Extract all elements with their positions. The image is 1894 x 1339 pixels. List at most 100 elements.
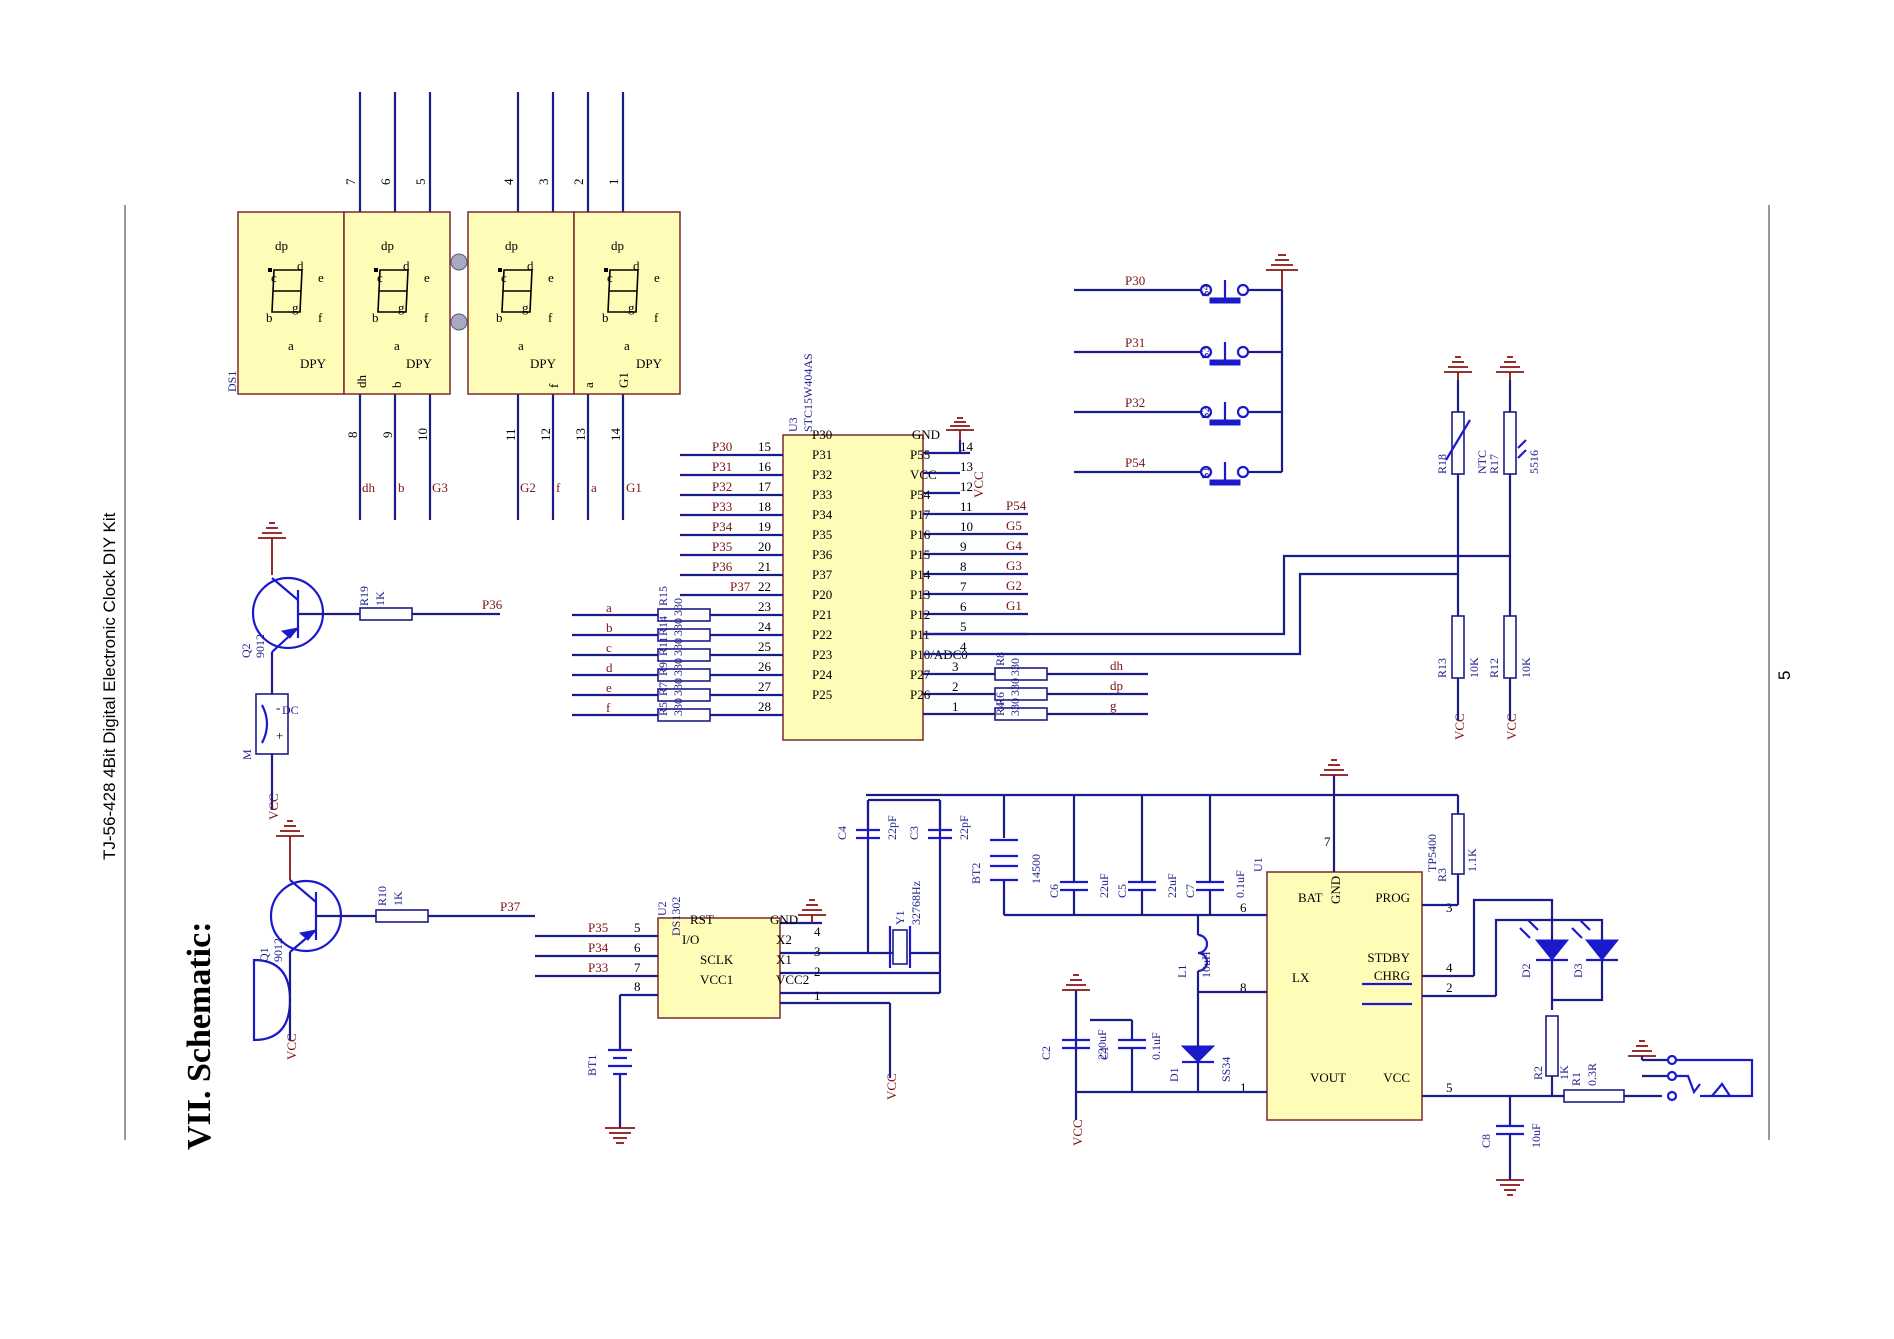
button-s1[interactable]: P54 S1 <box>1074 455 1282 486</box>
svg-text:G3: G3 <box>1006 558 1022 573</box>
svg-text:C5: C5 <box>1115 884 1129 898</box>
svg-text:10uH: 10uH <box>1199 951 1213 978</box>
svg-text:8: 8 <box>960 559 967 574</box>
svg-text:g: g <box>398 300 405 315</box>
svg-text:4: 4 <box>814 924 821 939</box>
svg-text:15: 15 <box>758 439 771 454</box>
svg-text:330: 330 <box>1008 698 1022 716</box>
svg-text:P24: P24 <box>812 667 833 682</box>
svg-text:X2: X2 <box>776 932 792 947</box>
svg-text:13: 13 <box>960 459 973 474</box>
button-s3[interactable]: P31 S3 <box>1074 335 1282 366</box>
svg-text:22uF: 22uF <box>1097 873 1111 898</box>
svg-text:R18: R18 <box>1435 454 1449 474</box>
svg-text:P37: P37 <box>730 579 751 594</box>
svg-text:330: 330 <box>671 658 685 676</box>
svg-text:P11: P11 <box>910 627 930 642</box>
page-number: 5 <box>1775 671 1794 680</box>
svg-text:P33: P33 <box>812 487 832 502</box>
svg-text:VCC2: VCC2 <box>776 972 809 987</box>
svg-text:G1: G1 <box>616 372 631 388</box>
svg-text:a: a <box>288 338 294 353</box>
svg-text:GND: GND <box>770 912 798 927</box>
svg-text:G5: G5 <box>1006 518 1022 533</box>
svg-text:11: 11 <box>960 499 973 514</box>
svg-text:P34: P34 <box>588 940 609 955</box>
svg-text:P26: P26 <box>910 687 931 702</box>
transistor-q2: P36 R19 1K Q2 9012 <box>239 522 503 694</box>
svg-text:b: b <box>266 310 273 325</box>
svg-text:8: 8 <box>1240 980 1247 995</box>
adc-wires <box>923 554 1510 656</box>
svg-text:Q2: Q2 <box>239 643 253 658</box>
display-net-a: a <box>591 480 597 495</box>
svg-text:P32: P32 <box>712 479 732 494</box>
display-bottom-pins: 8 9 10 11 12 13 14 dh b G3 G2 f a G1 <box>345 394 642 520</box>
mcu-right-pins: GND P55 VCC P54 P17 P16 P15 P14 P13 P12 … <box>910 417 1148 716</box>
digit-1-glyph: dp d e c b g f a DPY <box>266 238 327 371</box>
display-net-f: f <box>556 480 561 495</box>
svg-text:25: 25 <box>758 639 771 654</box>
display-pin-11: 11 <box>503 428 518 441</box>
svg-text:R17: R17 <box>1487 454 1501 474</box>
svg-text:e: e <box>606 680 612 695</box>
svg-text:a: a <box>518 338 524 353</box>
svg-text:SCLK: SCLK <box>700 952 734 967</box>
mcu-gnd-symbol <box>946 417 974 440</box>
svg-text:G1: G1 <box>1006 598 1022 613</box>
svg-text:DPY: DPY <box>530 356 557 371</box>
svg-text:10K: 10K <box>1467 657 1481 678</box>
mcu-ref: U3 <box>786 417 800 432</box>
display-pin-2: 2 <box>571 179 586 186</box>
svg-text:P33: P33 <box>712 499 732 514</box>
svg-text:b: b <box>389 382 404 389</box>
svg-text:330: 330 <box>671 598 685 616</box>
svg-text:P32: P32 <box>1125 395 1145 410</box>
svg-text:dp: dp <box>275 238 288 253</box>
svg-text:CHRG: CHRG <box>1374 968 1410 983</box>
display-pin-3: 3 <box>536 179 551 186</box>
svg-text:P20: P20 <box>812 587 832 602</box>
button-s4[interactable]: P30 S4 <box>1074 273 1282 304</box>
svg-text:R19: R19 <box>357 586 371 606</box>
svg-text:P33: P33 <box>588 960 608 975</box>
svg-text:a: a <box>606 600 612 615</box>
svg-text:1.1K: 1.1K <box>1465 848 1479 872</box>
svg-text:0.1uF: 0.1uF <box>1149 1032 1163 1060</box>
transistor-q1: P37 R10 1K Q1 9012 VCC <box>252 820 535 1060</box>
svg-text:P12: P12 <box>910 607 930 622</box>
svg-text:5: 5 <box>634 920 641 935</box>
svg-text:BT2: BT2 <box>969 863 983 884</box>
svg-text:f: f <box>548 310 553 325</box>
svg-text:f: f <box>606 700 611 715</box>
mcu-left-resistors: R15 R14 R11 R9 R7 R5 330 330 330 330 330… <box>656 586 711 722</box>
svg-text:26: 26 <box>758 659 772 674</box>
mcu-right-resistors: R8 R6 R4 330 330 330 <box>993 652 1048 721</box>
svg-text:17: 17 <box>758 479 772 494</box>
display-digit-1 <box>237 211 345 395</box>
svg-text:3: 3 <box>814 944 821 959</box>
svg-text:R11: R11 <box>656 636 670 656</box>
svg-text:27: 27 <box>758 679 772 694</box>
svg-text:R9: R9 <box>656 662 670 676</box>
svg-text:C6: C6 <box>1047 884 1061 898</box>
svg-text:R2: R2 <box>1531 1066 1545 1080</box>
svg-text:D3: D3 <box>1571 963 1585 978</box>
svg-text:VCC: VCC <box>884 1073 899 1100</box>
svg-text:VCC1: VCC1 <box>700 972 733 987</box>
svg-text:0.3R: 0.3R <box>1585 1063 1599 1086</box>
svg-text:R13: R13 <box>1435 658 1449 678</box>
display-pin-13: 13 <box>573 428 588 441</box>
svg-text:M: M <box>240 749 254 760</box>
svg-text:PROG: PROG <box>1375 890 1410 905</box>
svg-text:C4: C4 <box>835 826 849 840</box>
svg-text:22pF: 22pF <box>957 815 971 840</box>
svg-text:VCC: VCC <box>1504 713 1519 740</box>
svg-text:P36: P36 <box>812 547 833 562</box>
svg-text:7: 7 <box>1324 834 1331 849</box>
mcu-u3: U3 STC15W404AS P30 P31 P32 P33 P34 P35 P… <box>572 353 1148 741</box>
svg-text:DPY: DPY <box>300 356 327 371</box>
ldr-resistor <box>1503 411 1517 475</box>
svg-text:R7: R7 <box>656 682 670 696</box>
button-s2[interactable]: P32 S2 <box>1074 395 1282 426</box>
